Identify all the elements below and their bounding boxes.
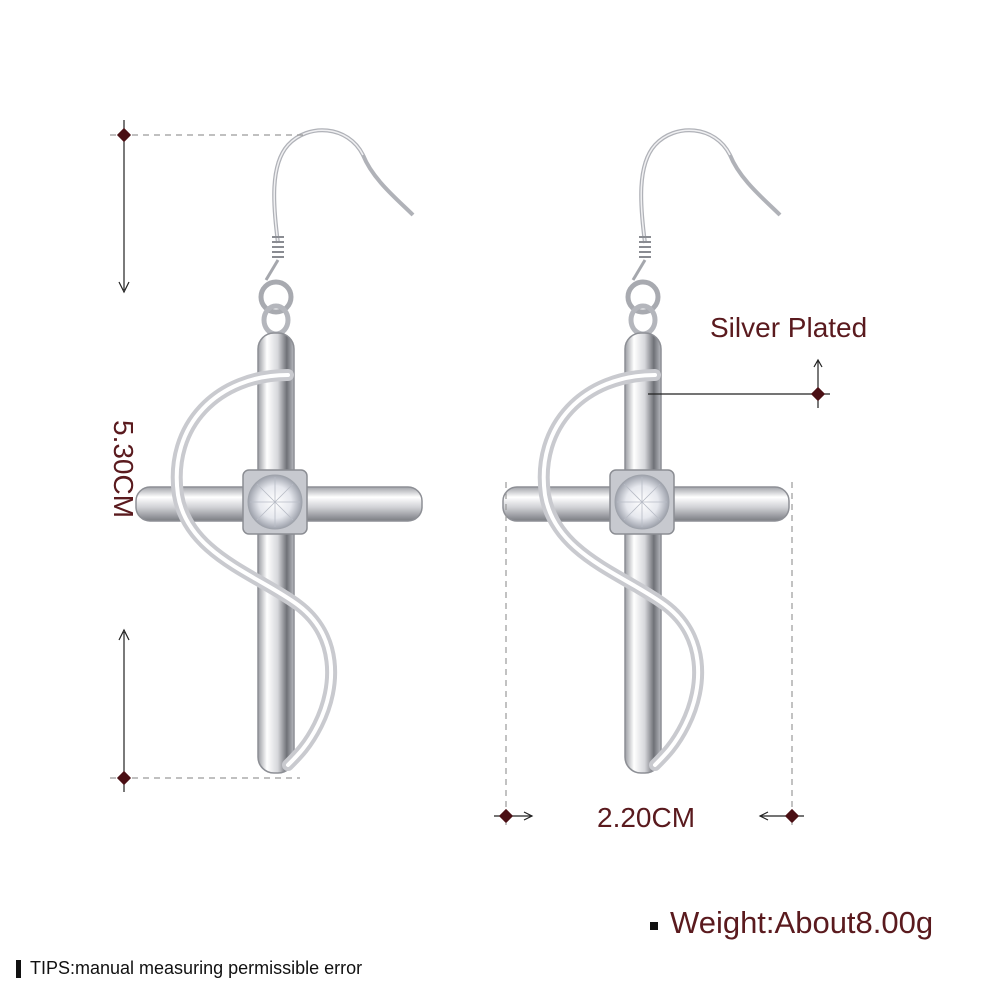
- material-label: Silver Plated: [710, 312, 868, 343]
- bullet-icon: [650, 922, 658, 930]
- material-leader: [648, 358, 830, 408]
- width-label: 2.20CM: [597, 802, 696, 833]
- tips-marker-icon: [16, 960, 21, 978]
- tips-note: TIPS:manual measuring permissible error: [30, 958, 363, 978]
- height-label: 5.30CM: [108, 420, 139, 519]
- weight-label: Weight:About8.00g: [670, 905, 934, 940]
- height-dimension: [110, 120, 305, 792]
- width-dimension: [494, 482, 804, 825]
